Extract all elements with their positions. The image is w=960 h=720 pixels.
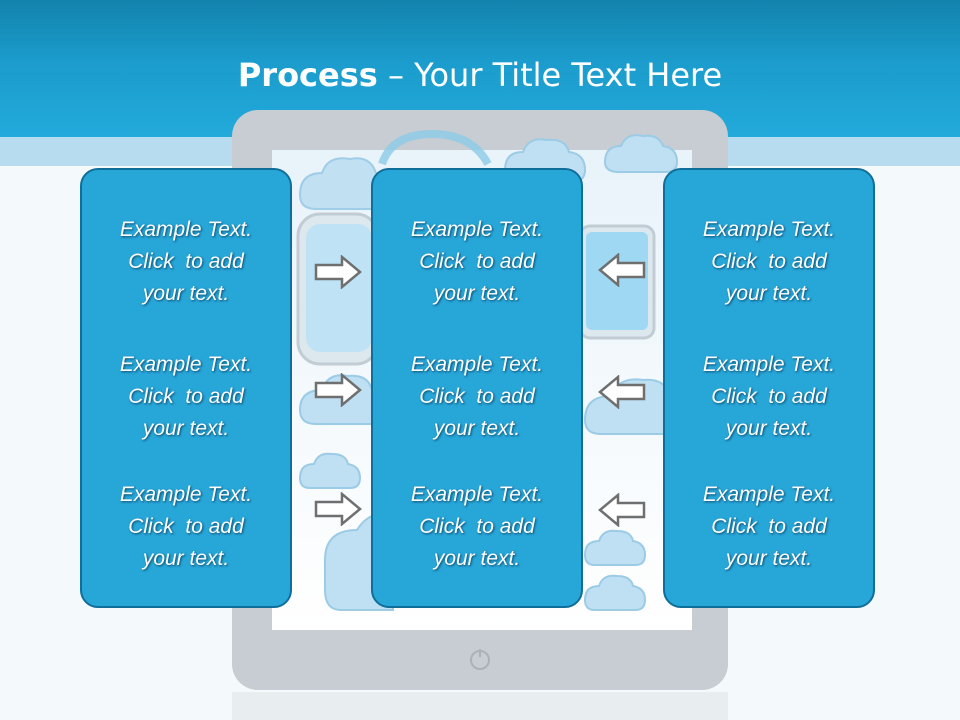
- text-placeholder[interactable]: Example Text. Click to add your text.: [373, 479, 581, 575]
- text-line: Click to add: [419, 515, 535, 538]
- right-arrow-icon: [314, 255, 362, 289]
- text-line: Example Text.: [119, 353, 253, 376]
- text-line: your text.: [142, 282, 230, 305]
- text-line: Example Text.: [119, 218, 253, 241]
- text-placeholder[interactable]: Example Text. Click to add your text.: [82, 349, 290, 445]
- text-line: your text.: [725, 282, 813, 305]
- text-line: your text.: [142, 547, 230, 570]
- text-line: your text.: [142, 417, 230, 440]
- text-line: Click to add: [711, 515, 827, 538]
- text-placeholder[interactable]: Example Text. Click to add your text.: [82, 214, 290, 310]
- text-line: Click to add: [419, 250, 535, 273]
- process-panel-left[interactable]: Example Text. Click to add your text. Ex…: [80, 168, 292, 608]
- text-placeholder[interactable]: Example Text. Click to add your text.: [82, 479, 290, 575]
- text-line: Click to add: [419, 385, 535, 408]
- text-line: your text.: [433, 417, 521, 440]
- text-placeholder[interactable]: Example Text. Click to add your text.: [373, 214, 581, 310]
- cloud-icon: [603, 134, 679, 173]
- text-placeholder[interactable]: Example Text. Click to add your text.: [373, 349, 581, 445]
- text-placeholder[interactable]: Example Text. Click to add your text.: [665, 349, 873, 445]
- title-rest-text: – Your Title Text Here: [377, 56, 723, 94]
- slide-title[interactable]: Process – Your Title Text Here: [0, 56, 960, 94]
- text-line: Example Text.: [702, 353, 836, 376]
- text-line: your text.: [725, 417, 813, 440]
- left-arrow-icon: [598, 253, 646, 287]
- cloud-icon: [583, 529, 647, 566]
- process-panel-right[interactable]: Example Text. Click to add your text. Ex…: [663, 168, 875, 608]
- text-line: Example Text.: [410, 483, 544, 506]
- cloud-icon: [583, 574, 647, 611]
- left-arrow-icon: [598, 375, 646, 409]
- text-line: Click to add: [711, 385, 827, 408]
- text-line: Example Text.: [119, 483, 253, 506]
- text-line: Example Text.: [702, 218, 836, 241]
- right-arrow-icon: [314, 373, 362, 407]
- text-placeholder[interactable]: Example Text. Click to add your text.: [665, 479, 873, 575]
- text-line: Example Text.: [410, 218, 544, 241]
- text-line: your text.: [433, 282, 521, 305]
- text-line: Example Text.: [702, 483, 836, 506]
- text-line: Click to add: [128, 515, 244, 538]
- text-line: Click to add: [711, 250, 827, 273]
- text-line: Example Text.: [410, 353, 544, 376]
- title-bold-text: Process: [237, 56, 378, 94]
- text-placeholder[interactable]: Example Text. Click to add your text.: [665, 214, 873, 310]
- text-line: Click to add: [128, 250, 244, 273]
- cloud-icon: [298, 452, 362, 489]
- text-line: your text.: [725, 547, 813, 570]
- left-arrow-icon: [598, 493, 646, 527]
- ring-shape: [378, 129, 492, 167]
- text-line: Click to add: [128, 385, 244, 408]
- right-arrow-icon: [314, 492, 362, 526]
- text-line: your text.: [433, 547, 521, 570]
- process-panel-middle[interactable]: Example Text. Click to add your text. Ex…: [371, 168, 583, 608]
